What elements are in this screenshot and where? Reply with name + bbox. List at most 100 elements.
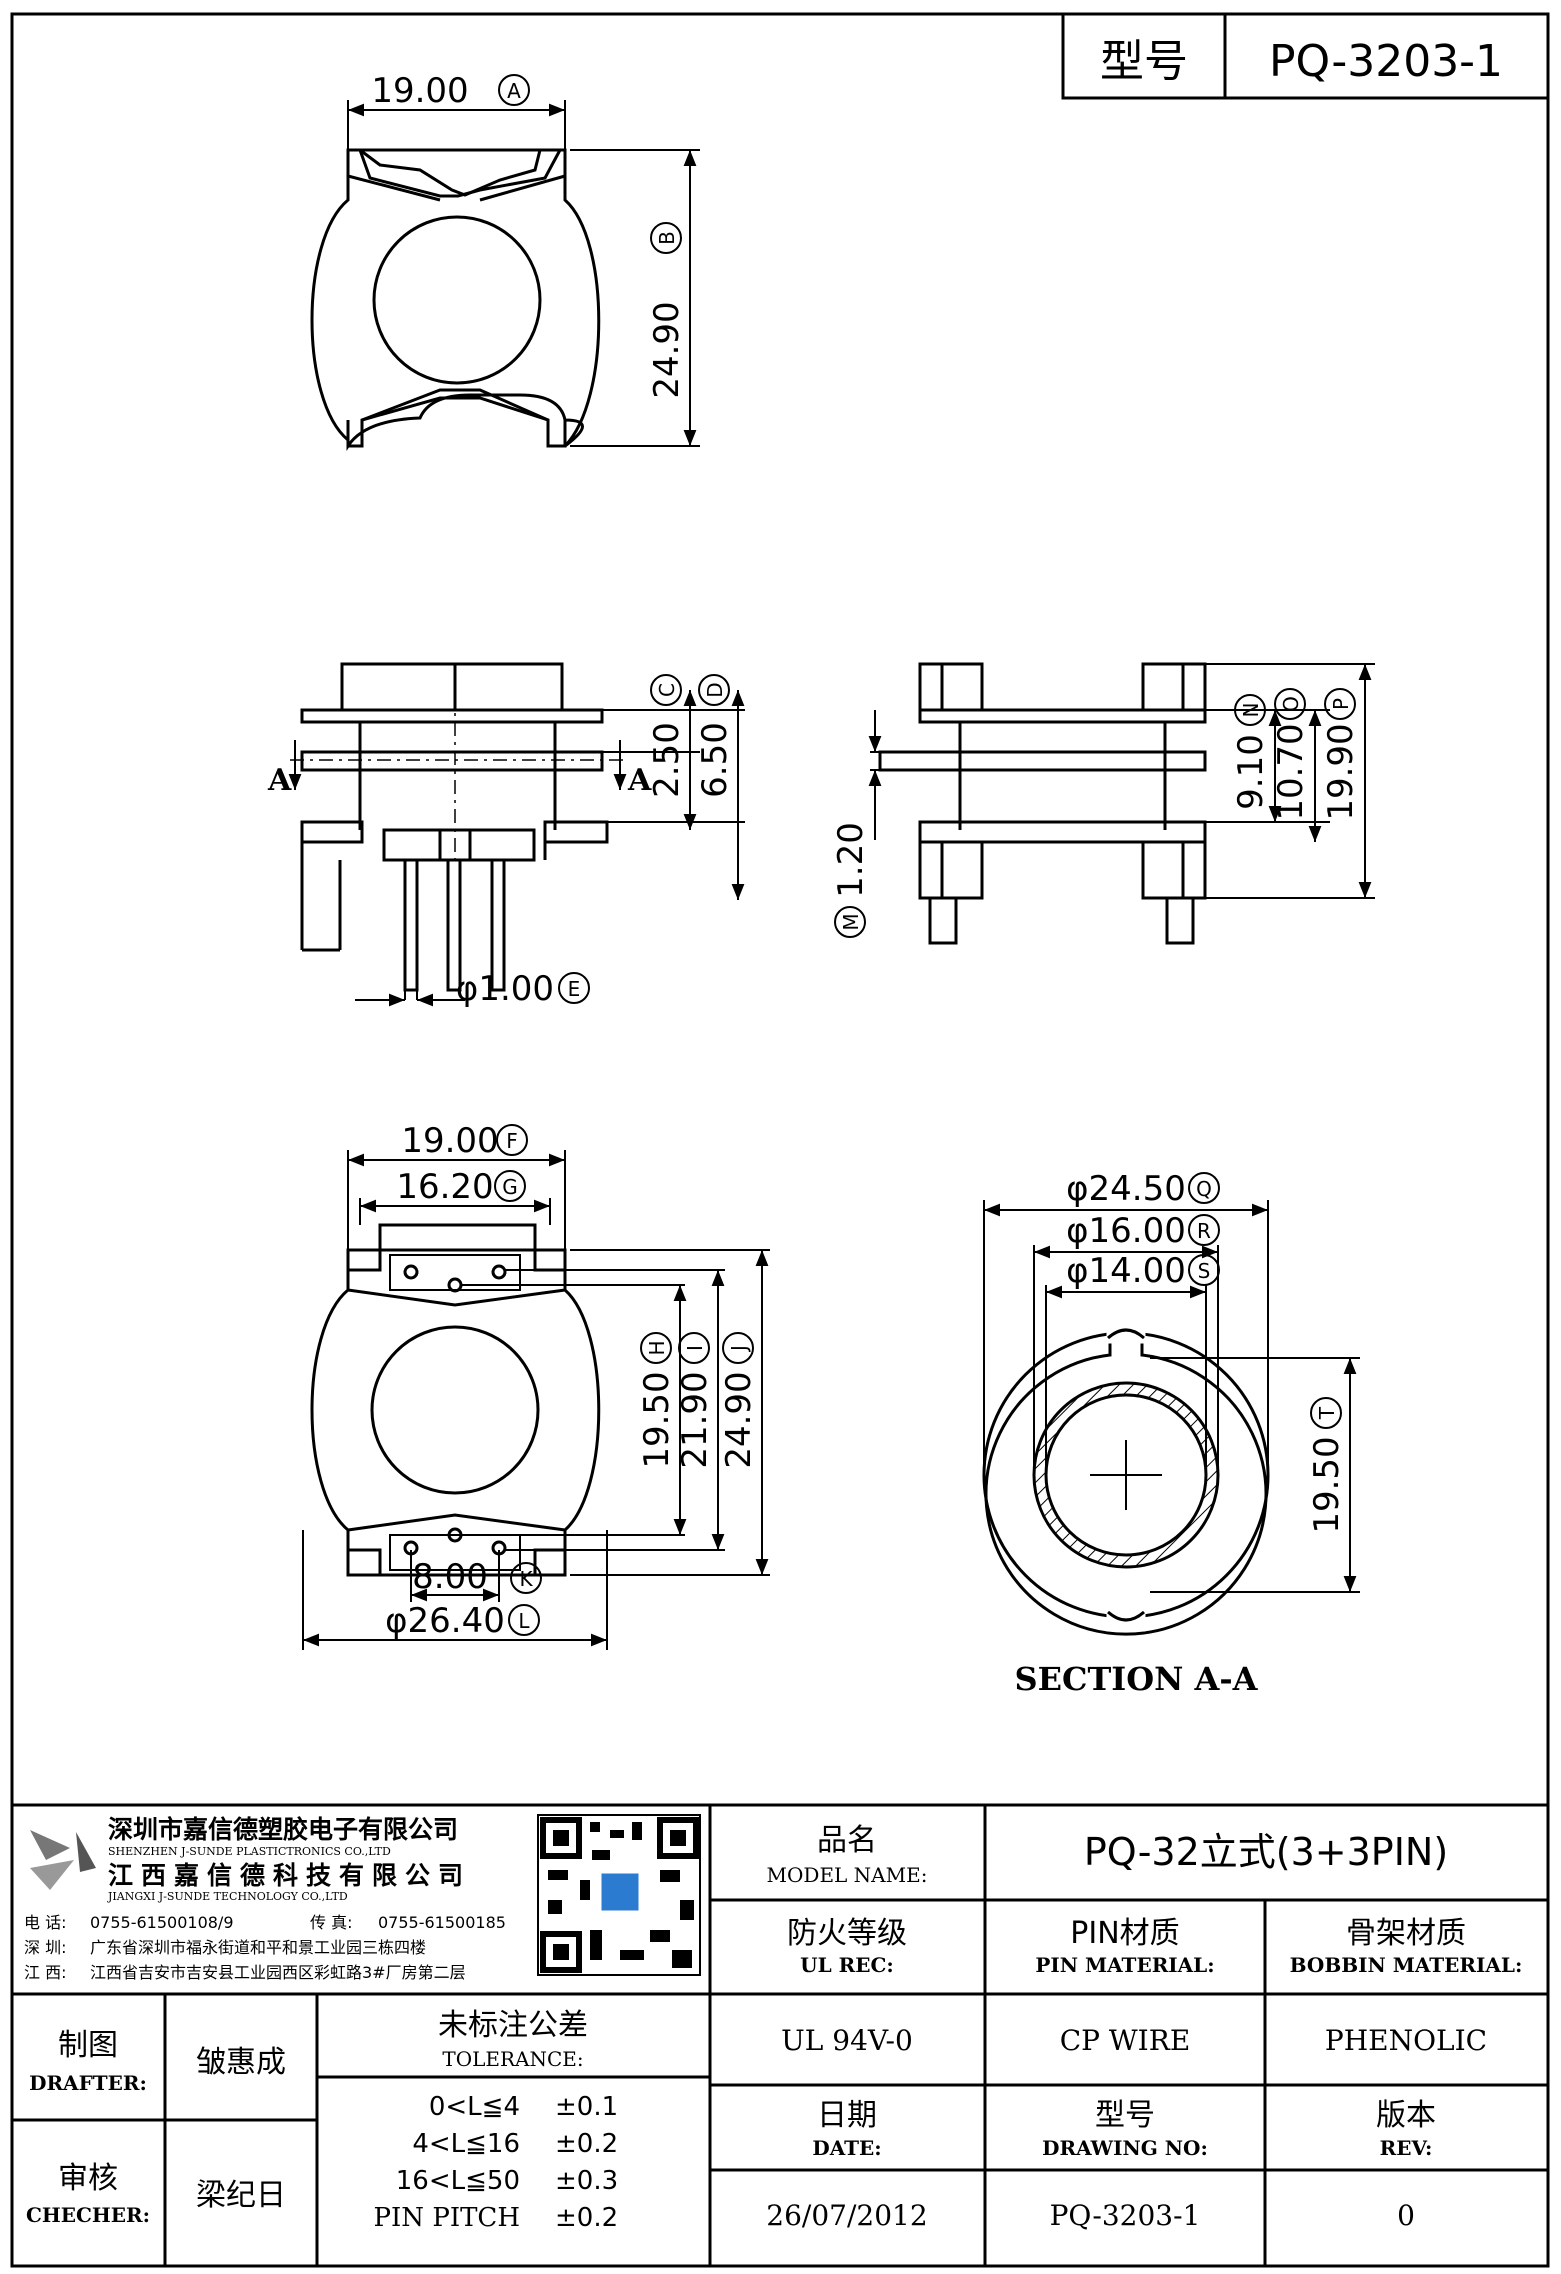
drafter-en: DRAFTER: xyxy=(29,2071,147,2095)
dim-S-value: φ14.00 xyxy=(1066,1251,1186,1291)
dim-P-value: 19.90 xyxy=(1321,723,1361,820)
phone-value: 0755-61500108/9 xyxy=(90,1913,234,1932)
dim-G-marker: G xyxy=(502,1175,518,1199)
section-view xyxy=(982,1200,1360,1636)
company-name-sz-en: SHENZHEN J-SUNDE PLASTICTRONICS CO.,LTD xyxy=(108,1845,391,1858)
dim-L-value: φ26.40 xyxy=(385,1601,505,1641)
front-view xyxy=(288,662,745,1007)
dim-B-marker: B xyxy=(655,231,679,245)
side-view xyxy=(868,662,1375,945)
tolerance-value: ±0.2 xyxy=(555,2129,618,2159)
pin-mat-en: PIN MATERIAL: xyxy=(1035,1953,1214,1977)
drawing-no-value: PQ-3203-1 xyxy=(1050,2199,1201,2232)
drafter-cn: 制图 xyxy=(58,2028,118,2063)
dim-K-marker: K xyxy=(519,1567,533,1591)
dim-B: 24.90 B xyxy=(647,222,687,399)
dim-R-value: φ16.00 xyxy=(1066,1211,1186,1251)
dim-C: 2.50 C xyxy=(647,674,687,798)
drafter-name: 皱惠成 xyxy=(196,2045,286,2080)
dim-F-value: 19.00 xyxy=(401,1121,498,1161)
dim-E-marker: E xyxy=(568,977,581,1001)
dim-P: 19.90 P xyxy=(1321,688,1361,821)
dim-M: 1.20 M xyxy=(831,822,871,938)
dim-E-value: φ1.00 xyxy=(456,969,554,1009)
dim-H: 19.50 H xyxy=(637,1332,677,1469)
top-view xyxy=(310,100,700,452)
dim-Q-marker: Q xyxy=(1196,1177,1212,1201)
dim-K-value: 8.00 xyxy=(412,1557,488,1597)
tolerance-range: 4<L≦16 xyxy=(412,2129,520,2159)
dim-T: 19.50 T xyxy=(1307,1397,1347,1534)
checker-cn: 审核 xyxy=(58,2161,118,2196)
bobbin-mat-en: BOBBIN MATERIAL: xyxy=(1290,1953,1523,1977)
addr-jx-value: 江西省吉安市吉安县工业园西区彩虹路3#厂房第二层 xyxy=(90,1963,466,1982)
dim-B-value: 24.90 xyxy=(647,301,687,398)
dim-Q-value: φ24.50 xyxy=(1066,1169,1186,1209)
dim-P-marker: P xyxy=(1329,698,1353,710)
dim-G: 16.20 G xyxy=(396,1167,526,1207)
dim-R: φ16.00 R xyxy=(1066,1211,1220,1251)
dim-I: 21.90 I xyxy=(675,1332,715,1469)
dim-L: φ26.40 L xyxy=(385,1601,540,1641)
tolerance-range: PIN PITCH xyxy=(374,2203,520,2233)
dim-K: 8.00 K xyxy=(412,1557,542,1597)
dim-L-marker: L xyxy=(518,1609,530,1633)
dim-H-value: 19.50 xyxy=(637,1371,677,1468)
header-model-value: PQ-3203-1 xyxy=(1269,36,1503,87)
dim-C-marker: C xyxy=(655,683,679,697)
dim-Q: φ24.50 Q xyxy=(1066,1169,1220,1209)
dim-E: φ1.00 E xyxy=(456,969,590,1009)
dim-H-marker: H xyxy=(645,1340,669,1355)
fax-value: 0755-61500185 xyxy=(378,1913,506,1932)
dim-M-marker: M xyxy=(839,913,863,930)
company-name-jx-en: JIANGXI J-SUNDE TECHNOLOGY CO.,LTD xyxy=(107,1890,348,1903)
title-block xyxy=(12,1803,1548,2266)
rev-value: 0 xyxy=(1397,2199,1415,2232)
tolerance-value: ±0.3 xyxy=(555,2166,618,2196)
dim-A-value: 19.00 xyxy=(371,71,468,111)
header-model-label: 型号 xyxy=(1100,36,1188,87)
addr-sz-value: 广东省深圳市福永街道和平和景工业园三栋四楼 xyxy=(90,1938,426,1957)
dim-N-value: 9.10 xyxy=(1231,734,1271,810)
dim-S-marker: S xyxy=(1198,1259,1211,1283)
section-label: SECTION A-A xyxy=(1015,1660,1259,1698)
addr-sz-label: 深 圳: xyxy=(24,1938,66,1957)
tolerance-cn: 未标注公差 xyxy=(438,2008,588,2043)
dim-O-marker: O xyxy=(1279,696,1303,712)
ul-cn: 防火等级 xyxy=(787,1916,907,1951)
dim-I-marker: I xyxy=(683,1345,707,1351)
dim-S: φ14.00 S xyxy=(1066,1251,1220,1291)
dim-F-marker: F xyxy=(506,1129,518,1153)
tolerance-range: 0<L≦4 xyxy=(429,2092,520,2122)
dim-A-marker: A xyxy=(507,79,521,103)
dim-C-value: 2.50 xyxy=(647,722,687,798)
dim-M-value: 1.20 xyxy=(831,822,871,898)
dim-R-marker: R xyxy=(1197,1219,1211,1243)
section-arrow-right: A xyxy=(627,763,652,798)
sheet-border xyxy=(10,12,1550,2268)
bobbin-mat-cn: 骨架材质 xyxy=(1346,1916,1466,1951)
dim-D-marker: D xyxy=(703,682,727,697)
dim-D-value: 6.50 xyxy=(695,722,735,798)
date-cn: 日期 xyxy=(817,2098,877,2133)
dim-I-value: 21.90 xyxy=(675,1371,715,1468)
qr-code xyxy=(537,1814,701,1976)
model-name-cn: 品名 xyxy=(817,1823,877,1858)
tolerance-range: 16<L≦50 xyxy=(396,2166,520,2196)
dim-T-marker: T xyxy=(1315,1406,1339,1420)
checker-name: 梁纪日 xyxy=(196,2178,286,2213)
model-name-en: MODEL NAME: xyxy=(767,1863,928,1887)
tolerance-value: ±0.2 xyxy=(555,2203,618,2233)
dim-N-marker: N xyxy=(1239,703,1263,718)
model-name-value: PQ-32立式(3+3PIN) xyxy=(1084,1830,1448,1874)
bottom-view xyxy=(302,1150,770,1650)
dim-A: 19.00 A xyxy=(371,71,530,111)
rev-cn: 版本 xyxy=(1376,2098,1436,2133)
dim-D: 6.50 D xyxy=(695,674,735,798)
dim-N: 9.10 N xyxy=(1231,694,1271,810)
dim-J-value: 24.90 xyxy=(719,1371,759,1468)
dim-O: 10.70 O xyxy=(1271,688,1311,821)
header-model-box: 型号 PQ-3203-1 xyxy=(1061,12,1550,100)
dim-T-value: 19.50 xyxy=(1307,1436,1347,1533)
